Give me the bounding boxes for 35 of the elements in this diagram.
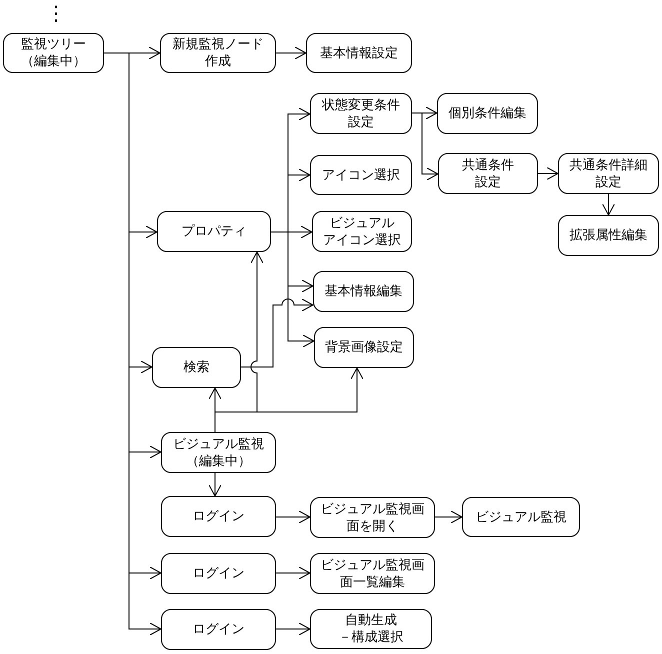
process-box: ログイン xyxy=(161,553,276,594)
arrow xyxy=(276,46,306,60)
process-box: ビジュアルアイコン選択 xyxy=(312,211,412,252)
process-box: 監視ツリー（編集中） xyxy=(3,33,104,73)
arrow xyxy=(602,194,615,216)
arrow xyxy=(240,298,314,368)
process-box: アイコン選択 xyxy=(310,155,412,195)
process-box: ログイン xyxy=(161,496,276,537)
process-box: 基本情報編集 xyxy=(313,271,414,312)
process-box: ビジュアル監視 xyxy=(462,497,580,537)
arrow xyxy=(434,510,462,524)
process-box: 検索 xyxy=(152,347,241,388)
process-box: 背景画像設定 xyxy=(314,327,414,368)
arrow xyxy=(214,368,364,432)
process-box: 拡張属性編集 xyxy=(558,215,659,256)
process-box: 共通条件詳細設定 xyxy=(558,153,659,194)
process-box: ビジュアル監視画面を開く xyxy=(310,497,435,538)
process-box: 新規監視ノード作成 xyxy=(160,33,276,73)
process-box: 自動生成－構成選択 xyxy=(310,609,432,649)
process-box: 共通条件設定 xyxy=(438,153,538,194)
process-box: ログイン xyxy=(161,609,276,650)
arrow xyxy=(412,112,438,180)
process-box: 基本情報設定 xyxy=(306,33,412,73)
process-box: ビジュアル監視画面一覧編集 xyxy=(310,553,435,594)
arrow xyxy=(276,510,310,524)
arrow xyxy=(538,167,558,180)
process-box: ビジュアル監視（編集中） xyxy=(161,432,276,473)
vertical-ellipsis: ⋮ xyxy=(46,3,66,23)
process-box: 個別条件編集 xyxy=(437,93,538,134)
process-box: 状態変更条件設定 xyxy=(310,93,412,134)
arrow xyxy=(276,622,310,636)
arrow xyxy=(270,232,314,348)
arrow xyxy=(276,566,310,580)
process-box: プロパティ xyxy=(157,211,271,252)
arrow xyxy=(208,472,222,496)
